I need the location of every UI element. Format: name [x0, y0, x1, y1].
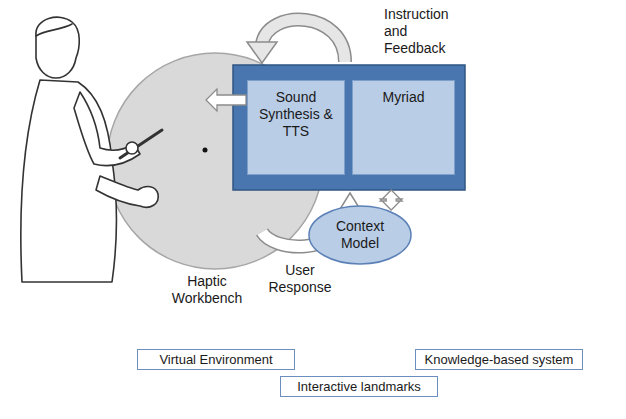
annotation: Instruction and Feedback	[384, 6, 464, 56]
node-text: Sound Synthesis & TTS	[248, 89, 344, 139]
node-text: Knowledge-based system	[425, 352, 574, 368]
node-text: Virtual Environment	[159, 352, 272, 368]
module-box: Sound Synthesis & TTS	[247, 80, 345, 175]
target-dot	[203, 148, 208, 153]
module-box: Myriad	[352, 80, 455, 175]
block-arrow	[206, 89, 246, 111]
model-ellipse: Context Model	[308, 205, 412, 265]
node-text: Haptic Workbench	[169, 273, 245, 307]
instruction-arrow	[247, 20, 345, 63]
block-arrow	[380, 190, 402, 210]
annotation: User Response	[262, 262, 338, 296]
category-box: Interactive landmarks	[280, 376, 438, 397]
category-box: Virtual Environment	[137, 349, 295, 370]
category-box: Knowledge-based system	[415, 349, 583, 370]
node-text: Context Model	[325, 218, 395, 252]
node-text: Myriad	[353, 89, 454, 106]
node-text: Interactive landmarks	[297, 379, 421, 395]
user-figure	[21, 17, 162, 282]
system-frame	[233, 65, 465, 190]
